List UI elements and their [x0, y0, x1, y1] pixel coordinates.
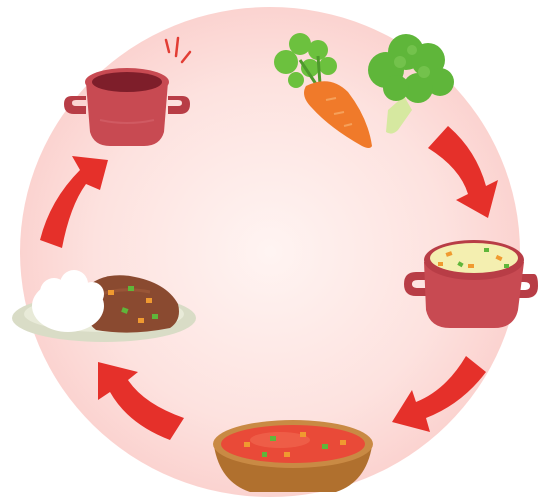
tomato-stew-bowl-icon [213, 420, 373, 492]
